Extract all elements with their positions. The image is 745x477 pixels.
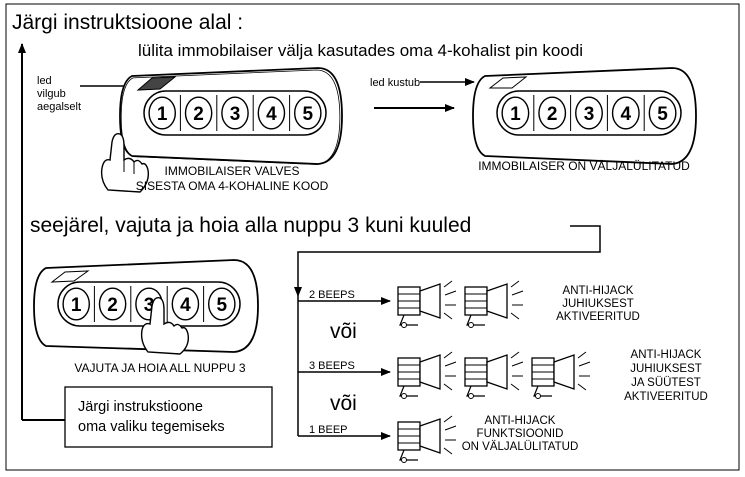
footer-box-line-1: Järgi instrukstioone [78,399,203,415]
remote1-caption-2: SISESTA OMA 4-KOHALINE KOOD [136,179,329,193]
siren-icon [464,280,524,328]
remote1-key-4-outline [257,96,286,130]
remote3-caption: VAJUTA JA HOIA ALL NUPPU 3 [74,361,246,375]
siren-icon [464,351,524,399]
remote1-key-1: 1 [157,104,168,125]
footer-box-line-2: oma valiku tegemiseks [78,419,225,435]
remote1-key-5: 5 [303,104,314,125]
finger-pointing-icon [100,132,150,193]
remote3-key-4: 4 [180,295,191,316]
remote2-key-4-outline [611,96,640,130]
remote1-caption-1: IMMOBILAISER VALVES [165,164,300,178]
remote2-key-1: 1 [510,104,521,125]
remote3-key-3: 3 [144,295,155,316]
remote1-key-2-outline [184,96,213,130]
finger-press-icon [140,296,190,355]
remote2-key-2-outline [538,96,567,130]
remote2-key-3-outline [575,96,603,130]
remote1-key-1-outline [148,96,177,130]
remote3-key-1: 1 [71,295,82,316]
option1-beeps: 2 BEEPS [309,289,355,301]
step1-instruction: lülita immobilaiser välja kasutades oma … [138,41,583,60]
remote1-key-3: 3 [230,104,241,125]
remote2-key-1-outline [501,96,530,130]
outer-frame [5,3,740,471]
remote3-key-1-outline [62,287,91,321]
remote3-key-5-outline [207,287,236,321]
option3-result-3: ON VÄLJALÜLITATUD [462,441,579,453]
remote3-key-4-outline [171,287,200,321]
siren-icon [531,351,591,399]
option3-result-2: FUNKTSIOONID [477,428,564,440]
remote2-key-4: 4 [621,104,632,125]
led-blink-label-3: aegalselt [37,101,81,113]
or-label-1: või [330,320,357,343]
remote2-key-3: 3 [584,104,595,125]
option2-result-3: JA SÜÜTEST [631,377,701,389]
remote2-key-2: 2 [547,104,558,125]
siren-icon [397,351,457,399]
option3-beeps: 1 BEEP [309,424,348,436]
remote2-key-5-outline [648,96,677,130]
option2-beeps: 3 BEEPS [309,360,355,372]
remote2-caption: IMMOBILAISER ON VÄLJALÜLITATUD [478,159,690,173]
remote1-key-5-outline [293,96,322,130]
led-blink-label-2: vilgub [37,88,66,100]
option2-result-4: AKTIVEERITUD [624,391,708,403]
remote1-key-4: 4 [266,104,277,125]
remote1-key-2: 2 [193,104,204,125]
step2-instruction: seejärel, vajuta ja hoia alla nuppu 3 ku… [30,214,471,237]
siren-icon [397,415,457,463]
remote2-key-5: 5 [657,104,668,125]
led-indicator-blinking [136,76,177,91]
footer-box [64,386,273,448]
option1-result-1: ANTI-HIJACK [563,285,634,297]
option3-result-1: ANTI-HIJACK [485,415,556,427]
led-off-label: led kustub [370,77,420,89]
option2-result-1: ANTI-HIJACK [631,349,702,361]
led-blink-label-1: led [37,75,52,87]
led-indicator-off [488,76,528,89]
step2-connector [294,225,601,297]
remote3-key-2: 2 [107,295,118,316]
option2-result-2: JUHIUKSEST [630,363,702,375]
or-label-2: või [330,392,357,415]
remote3-key-5: 5 [217,295,228,316]
option1-result-3: AKTIVEERITUD [556,311,640,323]
remote3-key-2-outline [98,287,127,321]
page-title: Järgi instruktsioone alal : [12,11,243,34]
remote1-key-3-outline [221,96,249,130]
siren-icon [397,280,457,328]
option1-result-2: JUHIUKSEST [562,298,634,310]
